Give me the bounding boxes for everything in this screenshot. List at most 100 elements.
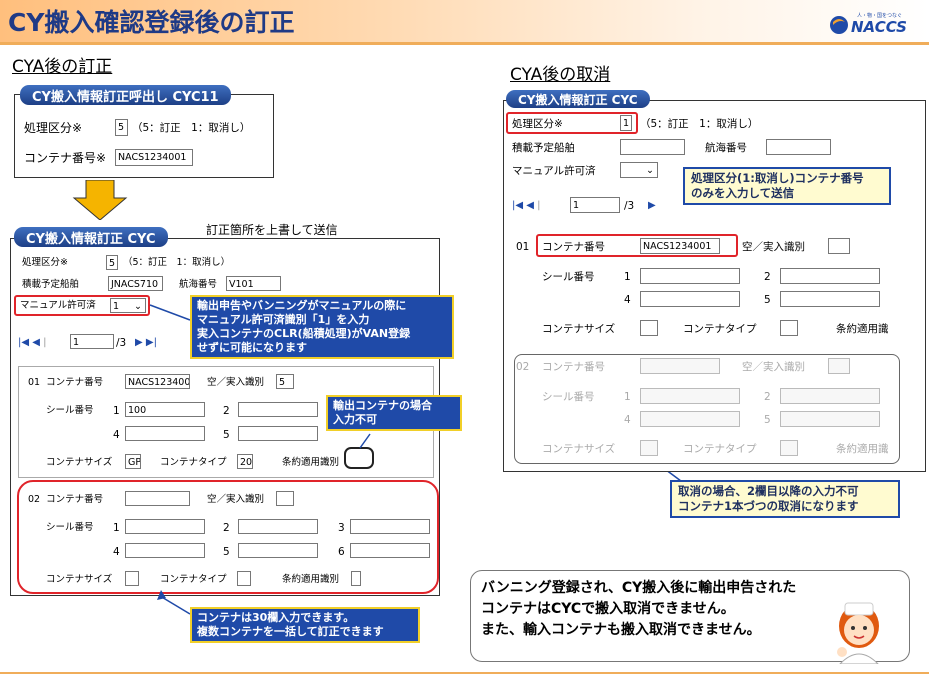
cancel-row2-n2: 2 bbox=[764, 391, 771, 403]
row1-seal-n4: 4 bbox=[113, 429, 120, 441]
cancel-row1-cont-input[interactable]: NACS1234001 bbox=[640, 238, 720, 254]
row1-type-input[interactable]: 20 bbox=[237, 454, 253, 469]
row1-seal1-input[interactable]: 100 bbox=[125, 402, 205, 417]
page-title: CY搬入確認登録後の訂正 bbox=[8, 8, 295, 37]
cancel-row2-seal4 bbox=[640, 411, 740, 427]
cancel-row1-cont-label: コンテナ番号 bbox=[542, 241, 605, 253]
row2-seal3-input[interactable] bbox=[350, 519, 430, 534]
svg-text:NACCS: NACCS bbox=[851, 18, 907, 36]
row2-seal4-input[interactable] bbox=[125, 543, 205, 558]
row2-n2: 2 bbox=[223, 522, 230, 534]
cancel-row2-number: 02 bbox=[516, 361, 530, 373]
header-divider bbox=[0, 42, 929, 45]
cancel-row1-seal2[interactable] bbox=[780, 268, 880, 284]
row1-container-input[interactable]: NACS1234001 bbox=[125, 374, 190, 389]
main-form-title: CY搬入情報訂正 CYC bbox=[14, 227, 168, 247]
overwrite-note: 訂正箇所を上書して送信 bbox=[206, 223, 338, 237]
cancel-ship-input[interactable] bbox=[620, 139, 685, 155]
chevron-down-icon: ⌄ bbox=[134, 301, 142, 312]
row2-seal5-input[interactable] bbox=[238, 543, 318, 558]
shori-hint-2: （5：訂正 1：取消し） bbox=[123, 257, 231, 268]
cancel-form-title: CY搬入情報訂正 CYC bbox=[506, 90, 650, 108]
last-page-icon[interactable]: ▶| bbox=[145, 337, 157, 348]
cancel-row2-seal1 bbox=[640, 388, 740, 404]
cancel-row2-cont-input bbox=[640, 358, 720, 374]
manual-label: マニュアル許可済 bbox=[20, 300, 96, 311]
cancel-row2-size-label: コンテナサイズ bbox=[542, 443, 616, 455]
row1-treaty-input[interactable] bbox=[344, 447, 374, 469]
cancel-row2-empty-label: 空／実入識別 bbox=[742, 361, 805, 373]
cancel-voyage-label: 航海番号 bbox=[705, 142, 747, 154]
row2-treaty-input[interactable] bbox=[351, 571, 361, 586]
cancel-row1-seal1[interactable] bbox=[640, 268, 740, 284]
cancel-row2-n1: 1 bbox=[624, 391, 631, 403]
manual-select[interactable]: 1⌄ bbox=[110, 298, 146, 313]
row2-n6: 6 bbox=[338, 546, 345, 558]
call-form-title: CY搬入情報訂正呼出し CYC11 bbox=[20, 85, 231, 105]
row1-seal4-input[interactable] bbox=[125, 426, 205, 441]
row1-seal2-input[interactable] bbox=[238, 402, 318, 417]
voyage-input[interactable]: V101 bbox=[226, 276, 281, 291]
row2-seal1-input[interactable] bbox=[125, 519, 205, 534]
cancel-row2-seal2 bbox=[780, 388, 880, 404]
row1-seal-label: シール番号 bbox=[46, 405, 94, 416]
cancel-row2-type-input bbox=[780, 440, 798, 456]
row1-size-label: コンテナサイズ bbox=[46, 457, 113, 468]
cancel-row1-n4: 4 bbox=[624, 294, 631, 306]
row2-empty-input[interactable] bbox=[276, 491, 294, 506]
next-page-icon[interactable]: ▶ bbox=[648, 200, 656, 211]
row2-container-input[interactable] bbox=[125, 491, 190, 506]
page-input[interactable]: 1 bbox=[70, 334, 114, 349]
naccs-logo: NACCS 人・物・国をつなぐ bbox=[830, 12, 907, 36]
cancel-row2-seal-label: シール番号 bbox=[542, 391, 595, 403]
cancel-manual-select[interactable]: ⌄ bbox=[620, 162, 658, 178]
cancel-row1-type-input[interactable] bbox=[780, 320, 798, 336]
ship-label: 積載予定船舶 bbox=[22, 279, 80, 290]
row1-size-input[interactable]: GP bbox=[125, 454, 141, 469]
row2-size-input[interactable] bbox=[125, 571, 139, 586]
cancel-manual-label: マニュアル許可済 bbox=[512, 165, 596, 177]
first-page-icon[interactable]: |◀ bbox=[18, 337, 30, 348]
cancel-ship-label: 積載予定船舶 bbox=[512, 142, 575, 154]
cancel-row1-treaty-label: 条約適用識 bbox=[836, 323, 889, 335]
row1-seal-n2: 2 bbox=[223, 405, 230, 417]
row1-seal5-input[interactable] bbox=[238, 426, 318, 441]
shori-input[interactable]: 5 bbox=[115, 119, 128, 136]
row2-seal6-input[interactable] bbox=[350, 543, 430, 558]
cancel-voyage-input[interactable] bbox=[766, 139, 831, 155]
cancel-row1-seal5[interactable] bbox=[780, 291, 880, 307]
bottom-note: バンニング登録され、CY搬入後に輸出申告されたコンテナはCYCで搬入取消できませ… bbox=[481, 580, 797, 638]
cancel-row1-empty-input[interactable] bbox=[828, 238, 850, 254]
cancel-shori-input[interactable]: 1 bbox=[620, 115, 632, 131]
left-section-title: CYA後の訂正 bbox=[12, 57, 113, 77]
row2-type-input[interactable] bbox=[237, 571, 251, 586]
row1-seal-n1: 1 bbox=[113, 405, 120, 417]
cancel-row2-panel bbox=[514, 354, 900, 464]
cancel-row1-size-input[interactable] bbox=[640, 320, 658, 336]
cancel-page-input[interactable]: 1 bbox=[570, 197, 620, 213]
row2-empty-label: 空／実入識別 bbox=[207, 494, 265, 505]
ship-input[interactable]: JNACS710 bbox=[108, 276, 163, 291]
chevron-down-icon: ⌄ bbox=[646, 165, 654, 176]
callout-30: コンテナは30欄入力できます。複数コンテナを一括して訂正できます bbox=[190, 607, 420, 643]
down-arrow-icon bbox=[72, 180, 128, 220]
prev-page-icon[interactable]: ◀ bbox=[526, 200, 534, 211]
cancel-row2-n4: 4 bbox=[624, 414, 631, 426]
row1-seal-n5: 5 bbox=[223, 429, 230, 441]
cancel-row1-seal4[interactable] bbox=[640, 291, 740, 307]
shori-input-2[interactable]: 5 bbox=[106, 255, 118, 270]
cancel-row2-seal5 bbox=[780, 411, 880, 427]
callout-only-input: 処理区分(1:取消し)コンテナ番号のみを入力して送信 bbox=[683, 167, 891, 205]
prev-page-icon[interactable]: ◀ bbox=[32, 337, 40, 348]
right-section-title: CYA後の取消 bbox=[510, 65, 611, 85]
container-label: コンテナ番号※ bbox=[24, 151, 107, 165]
row2-seal2-input[interactable] bbox=[238, 519, 318, 534]
next-page-icon[interactable]: ▶ bbox=[135, 337, 143, 348]
row1-empty-input[interactable]: 5 bbox=[276, 374, 294, 389]
cancel-row2-type-label: コンテナタイプ bbox=[683, 443, 757, 455]
container-input[interactable]: NACS1234001 bbox=[115, 149, 193, 166]
logo-tagline: 人・物・国をつなぐ bbox=[857, 12, 902, 19]
cancel-row2-treaty-label: 条約適用識 bbox=[836, 443, 889, 455]
nurse-character-icon bbox=[837, 602, 879, 664]
first-page-icon[interactable]: |◀ bbox=[512, 200, 524, 211]
